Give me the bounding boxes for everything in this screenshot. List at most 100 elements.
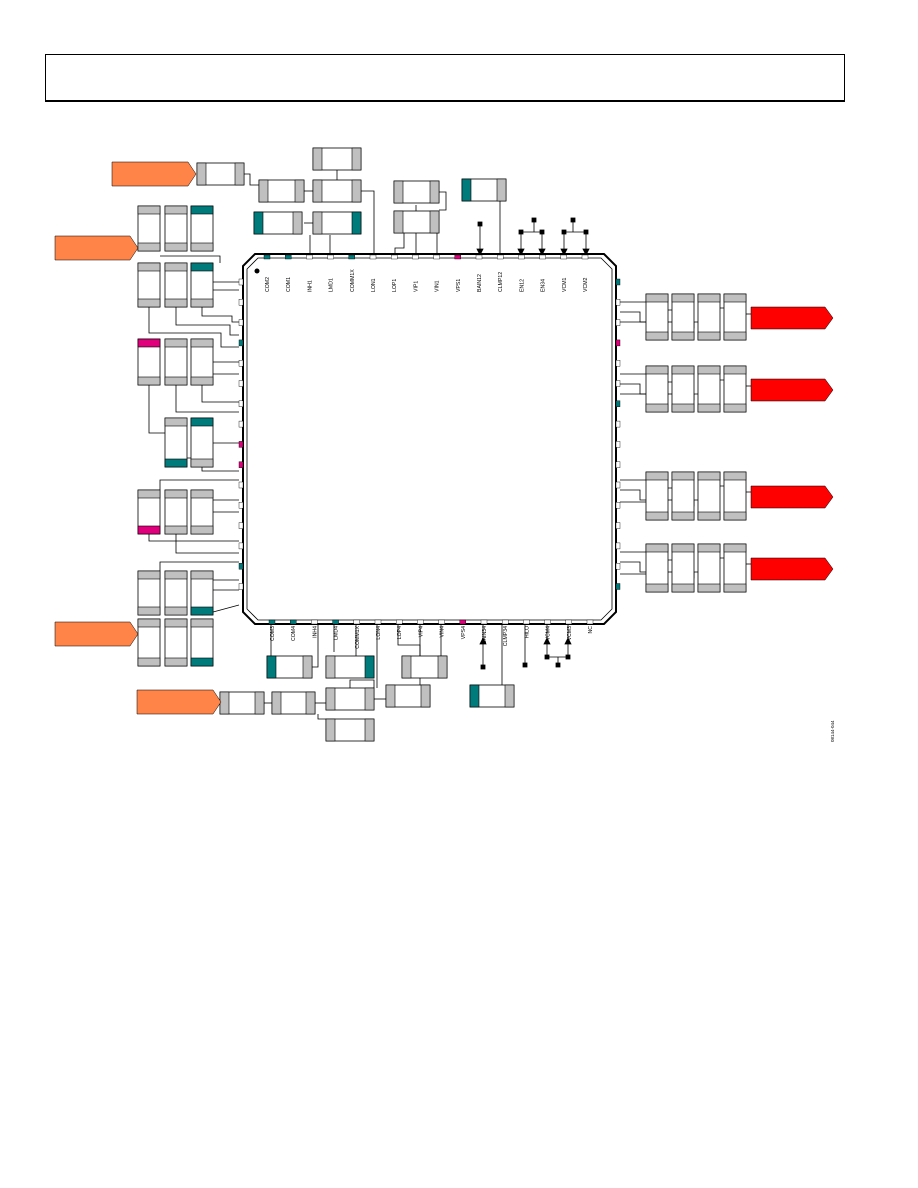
bottom-pin-pad bbox=[396, 619, 403, 625]
smd-component bbox=[723, 293, 747, 341]
bottom-pin-label: HILO bbox=[524, 626, 530, 638]
pin-terminal bbox=[539, 229, 545, 235]
right-pin-pad bbox=[615, 319, 621, 326]
smd-component bbox=[645, 471, 669, 521]
bottom-pin-label: CLMP34 bbox=[503, 626, 509, 646]
left-pin-pad bbox=[238, 461, 244, 468]
top-pin-pad bbox=[391, 254, 398, 260]
smd-component bbox=[312, 147, 362, 171]
smd-component bbox=[137, 262, 161, 308]
right-pin-pad bbox=[615, 563, 621, 570]
right-pin-pad bbox=[615, 360, 621, 367]
smd-component bbox=[325, 718, 375, 742]
top-pin-pad bbox=[306, 254, 313, 260]
top-pin-label: LMD1 bbox=[329, 278, 335, 292]
smd-component bbox=[164, 618, 188, 667]
top-pin-label: VCM2 bbox=[583, 277, 589, 292]
left-pin-pad bbox=[238, 299, 244, 306]
pin-terminal bbox=[518, 229, 524, 235]
bottom-pin-label: LON4 bbox=[376, 626, 382, 640]
top-pin-label: LOP1 bbox=[392, 279, 398, 292]
pin-arrow bbox=[560, 248, 568, 256]
pin-terminal bbox=[477, 221, 483, 227]
smd-component bbox=[697, 543, 721, 593]
smd-component bbox=[461, 178, 507, 202]
top-pin-label: VCM1 bbox=[562, 277, 568, 292]
pin-terminal bbox=[561, 229, 567, 235]
smd-component bbox=[645, 543, 669, 593]
smd-component bbox=[723, 365, 747, 413]
bottom-pin-pad bbox=[332, 619, 339, 625]
bottom-pin-pad bbox=[290, 619, 297, 625]
left-pin-pad bbox=[238, 583, 244, 590]
bottom-pin-label: COMM1X bbox=[355, 625, 361, 648]
wires bbox=[148, 170, 751, 720]
pin-arrow bbox=[476, 248, 484, 256]
pin1-dot bbox=[254, 268, 260, 274]
left-pin-pad bbox=[238, 360, 244, 367]
wire bbox=[160, 255, 221, 263]
bottom-pin-pad bbox=[268, 619, 276, 625]
components bbox=[137, 147, 747, 742]
top-pin-label: VIP1 bbox=[413, 281, 419, 292]
smd-component bbox=[671, 471, 695, 521]
top-pin-label: COMM1X bbox=[350, 269, 356, 292]
right-pin-pad bbox=[615, 481, 621, 489]
wire bbox=[175, 307, 239, 336]
pin-terminal bbox=[583, 229, 589, 235]
smd-component bbox=[401, 655, 448, 679]
wire bbox=[620, 561, 646, 573]
input-arrow-3 bbox=[54, 621, 139, 647]
top-pin-pad bbox=[348, 254, 355, 260]
wire bbox=[620, 489, 646, 501]
wire bbox=[148, 307, 239, 348]
pin-arrow bbox=[582, 248, 590, 256]
right-pin-pad bbox=[615, 380, 621, 387]
left-pin-pad bbox=[238, 380, 244, 387]
smd-component bbox=[271, 691, 316, 715]
output-arrow-1 bbox=[750, 306, 834, 330]
top-pin-label: COM2 bbox=[265, 277, 271, 292]
wire bbox=[159, 479, 239, 490]
top-pin-label: LON1 bbox=[371, 278, 377, 292]
input-arrow-2 bbox=[54, 235, 139, 261]
smd-component bbox=[697, 365, 721, 413]
smd-component bbox=[393, 210, 440, 234]
top-pin-pad bbox=[412, 254, 419, 260]
top-pin-pad bbox=[433, 254, 440, 260]
smd-component bbox=[196, 162, 245, 186]
bottom-pin-pad bbox=[523, 619, 530, 625]
right-pin-pad bbox=[615, 461, 621, 468]
top-pin-label: INH1 bbox=[307, 280, 313, 292]
wire bbox=[148, 534, 239, 542]
left-pin-pad bbox=[238, 339, 244, 347]
wire bbox=[620, 383, 646, 395]
top-pin-pad bbox=[475, 254, 483, 260]
left-pin-pad bbox=[238, 502, 244, 509]
top-pin-pad bbox=[285, 254, 292, 260]
bottom-pin-pad bbox=[565, 619, 572, 625]
wire bbox=[312, 624, 319, 668]
smd-component bbox=[645, 365, 669, 413]
bottom-pin-label: INH4 bbox=[312, 626, 318, 638]
smd-component bbox=[697, 471, 721, 521]
output-arrow-3 bbox=[750, 485, 834, 509]
smd-component bbox=[190, 205, 214, 252]
wire bbox=[361, 190, 375, 258]
smd-component bbox=[266, 655, 313, 679]
bottom-pin-pad bbox=[438, 619, 445, 625]
left-pin-pad bbox=[238, 522, 244, 529]
output-arrow-2 bbox=[750, 378, 834, 402]
right-pin-pad bbox=[615, 522, 621, 529]
left-pin-pad bbox=[238, 319, 244, 326]
smd-component bbox=[137, 338, 161, 386]
input-arrow-1 bbox=[111, 161, 197, 187]
signal-arrows bbox=[54, 161, 834, 715]
bottom-pin-pad bbox=[480, 619, 488, 625]
smd-component bbox=[697, 293, 721, 341]
bottom-pin-pad bbox=[311, 619, 318, 625]
pin-terminal bbox=[480, 664, 486, 670]
smd-component bbox=[258, 179, 305, 203]
top-pin-label: CLMP12 bbox=[498, 272, 504, 292]
